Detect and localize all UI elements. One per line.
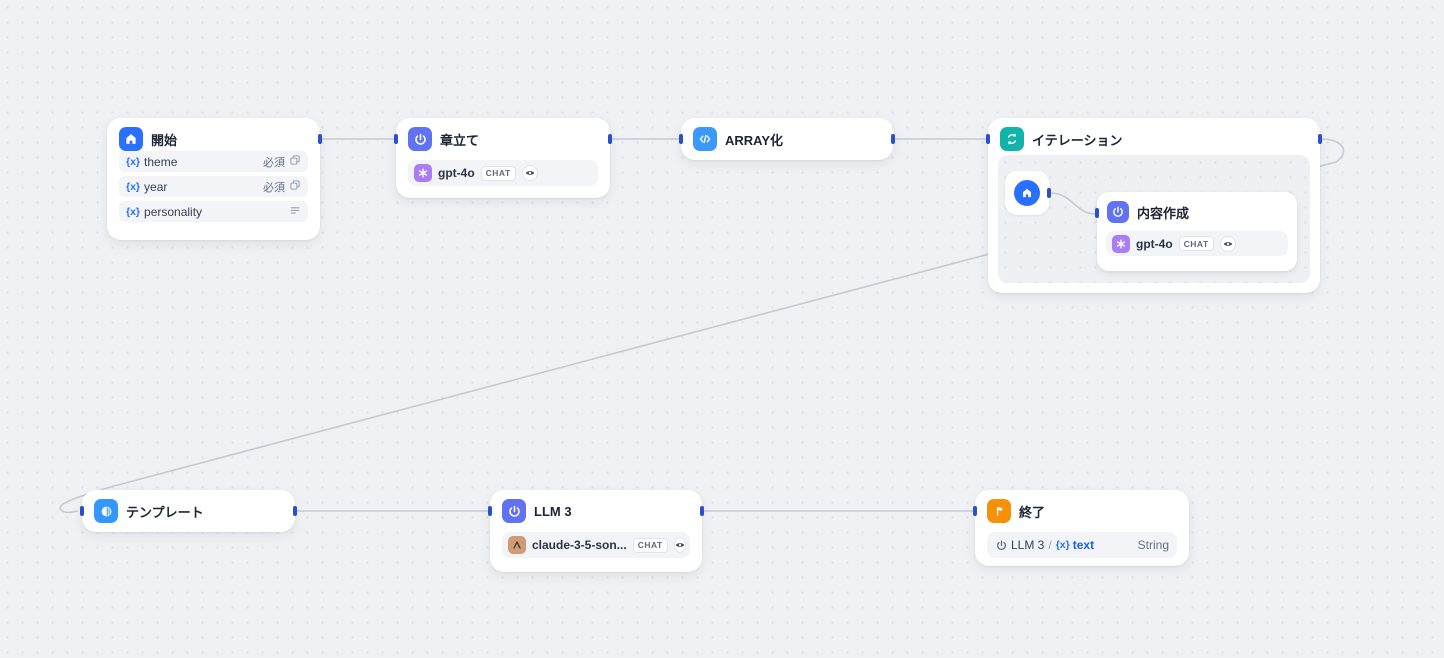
anthropic-icon <box>508 536 526 554</box>
node-start[interactable]: 開始 {x} theme 必須 {x} year 必須 {x} personal… <box>107 118 322 240</box>
llm-mini-icon <box>995 539 1008 552</box>
node-title: ARRAY化 <box>725 132 784 148</box>
node-header: テンプレート <box>82 490 295 523</box>
code-icon <box>693 127 717 151</box>
node-header: LLM 3 <box>490 490 702 523</box>
model-mode-badge: CHAT <box>632 537 668 553</box>
node-header: ARRAY化 <box>681 118 893 151</box>
node-end[interactable]: 終了 LLM 3 / {x} text String <box>973 490 1189 566</box>
node-iteration[interactable]: イテレーション 内容作成 <box>986 118 1322 293</box>
iteration-icon <box>1000 127 1024 151</box>
node-header: 開始 <box>107 118 320 151</box>
model-name: gpt-4o <box>438 166 475 180</box>
node-template[interactable]: テンプレート <box>80 490 297 532</box>
llm-icon <box>1107 201 1129 223</box>
edge-iterstart-child <box>1050 192 1096 215</box>
edge-iteration-template[interactable] <box>59 138 1345 514</box>
node-header: 終了 <box>975 490 1189 523</box>
output-port[interactable] <box>1318 134 1322 144</box>
vision-eye-icon[interactable] <box>521 165 538 181</box>
home-icon <box>119 127 143 151</box>
home-icon <box>1014 180 1040 206</box>
variable-name: theme <box>144 154 178 169</box>
variable-name: personality <box>144 204 203 219</box>
input-port[interactable] <box>80 506 84 516</box>
end-flag-icon <box>987 499 1011 523</box>
input-port[interactable] <box>1095 208 1099 218</box>
model-mode-badge: CHAT <box>1178 236 1214 251</box>
variable-name: year <box>144 179 168 194</box>
source-node-name: LLM 3 <box>1011 538 1045 552</box>
output-port[interactable] <box>891 134 895 144</box>
model-name: claude-3-5-son... <box>532 538 627 552</box>
node-header: 内容作成 <box>1097 192 1297 223</box>
iteration-canvas[interactable]: 内容作成 gpt-4o CHAT <box>998 155 1310 283</box>
openai-icon <box>1112 234 1130 253</box>
node-array[interactable]: ARRAY化 <box>679 118 895 160</box>
required-badge: 必須 <box>263 181 285 194</box>
variable-name: text <box>1072 538 1095 552</box>
node-title: 終了 <box>1019 504 1046 520</box>
node-title: 章立て <box>440 132 480 148</box>
input-port[interactable] <box>394 134 398 144</box>
output-variable-row: LLM 3 / {x} text String <box>987 532 1177 558</box>
openai-icon <box>414 164 432 182</box>
path-separator: / <box>1048 538 1052 552</box>
variable-prefix: {x} <box>126 155 141 168</box>
node-title: テンプレート <box>126 504 204 520</box>
model-mode-badge: CHAT <box>480 165 516 181</box>
node-title: 開始 <box>151 132 178 148</box>
variable-row-theme: {x} theme 必須 <box>119 151 308 172</box>
vision-eye-icon[interactable] <box>1219 235 1236 252</box>
model-name: gpt-4o <box>1136 236 1173 251</box>
node-header: 章立て <box>396 118 610 151</box>
node-title: 内容作成 <box>1137 205 1190 221</box>
model-selector[interactable]: claude-3-5-son... CHAT <box>502 532 690 558</box>
model-selector[interactable]: gpt-4o CHAT <box>1106 231 1288 256</box>
node-header: イテレーション <box>988 118 1320 151</box>
copy-icon <box>289 154 301 169</box>
paragraph-icon <box>289 204 301 219</box>
variable-row-year: {x} year 必須 <box>119 176 308 197</box>
vision-eye-icon[interactable] <box>673 537 686 553</box>
variable-row-personality: {x} personality <box>119 201 308 222</box>
copy-icon <box>289 179 301 194</box>
output-port[interactable] <box>293 506 297 516</box>
iteration-start-block[interactable] <box>1005 171 1051 215</box>
variable-prefix: {x} <box>126 205 141 218</box>
variable-prefix: {x} <box>126 180 141 193</box>
llm-icon <box>502 499 526 523</box>
node-llm3[interactable]: LLM 3 claude-3-5-son... CHAT <box>488 490 704 572</box>
input-port[interactable] <box>488 506 492 516</box>
input-port[interactable] <box>679 134 683 144</box>
node-iteration-child[interactable]: 内容作成 gpt-4o CHAT <box>1095 192 1297 271</box>
output-port[interactable] <box>318 134 322 144</box>
output-port[interactable] <box>608 134 612 144</box>
input-port[interactable] <box>973 506 977 516</box>
required-badge: 必須 <box>263 156 285 169</box>
node-title: イテレーション <box>1032 132 1123 148</box>
input-port[interactable] <box>986 134 990 144</box>
template-icon <box>94 499 118 523</box>
node-chapter[interactable]: 章立て gpt-4o CHAT <box>394 118 612 198</box>
variable-type: String <box>1137 538 1169 552</box>
llm-icon <box>408 127 432 151</box>
node-title: LLM 3 <box>534 503 572 519</box>
output-port[interactable] <box>1047 188 1051 198</box>
variable-prefix: {x} <box>1055 539 1070 551</box>
output-port[interactable] <box>700 506 704 516</box>
model-selector[interactable]: gpt-4o CHAT <box>408 160 598 186</box>
